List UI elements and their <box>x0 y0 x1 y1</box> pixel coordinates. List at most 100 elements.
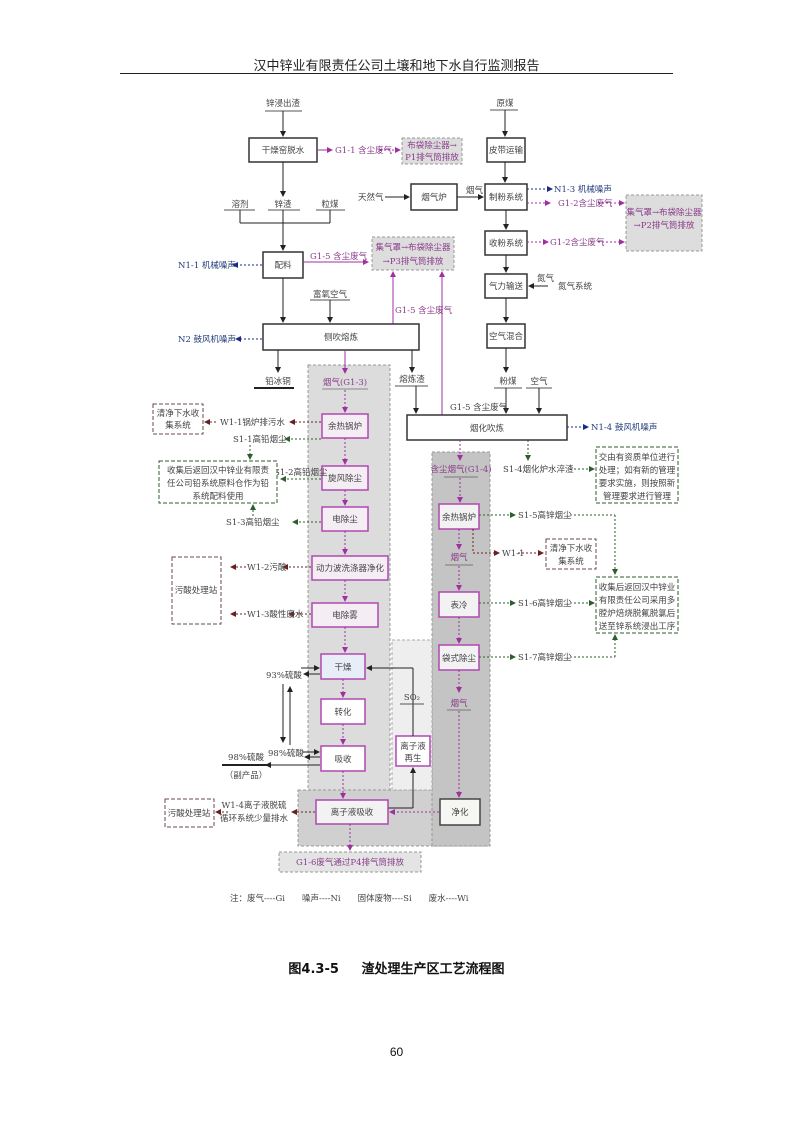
s1-4-label: S1-4烟化炉水淬渣 <box>503 464 574 475</box>
cooler-box <box>438 591 480 618</box>
lead-return-line3: 系统配料使用 <box>192 491 243 502</box>
page-number: 60 <box>389 1045 404 1059</box>
p3-box <box>371 236 455 271</box>
absorption-box <box>320 745 366 772</box>
acid98-product-label: 98%硫酸 <box>228 752 264 763</box>
lead-return-line1: 收集后返回汉中锌业有限责 <box>167 465 270 476</box>
p3-line2: →P3排气筒排放 <box>383 256 444 267</box>
acid98-label: 98%硫酸 <box>268 748 304 759</box>
s1-2-label: S1-2高铅烟尘 <box>274 467 328 478</box>
zinc-return-line3: 膛炉焙烧脱氟脱氯后 <box>599 608 676 619</box>
s1-3-label: S1-3高铅烟尘 <box>226 517 280 528</box>
lead-boiler-label: 余热锅炉 <box>328 421 362 432</box>
conversion-box <box>320 698 366 725</box>
p3-line1: 集气罩→布袋除尘器 <box>375 242 451 253</box>
lead-boiler-box <box>321 413 369 439</box>
ionic-absorb-label: 离子液吸收 <box>331 807 374 818</box>
s1-5-label: S1-5高锌烟尘 <box>518 510 572 521</box>
scrubber-box <box>311 555 389 581</box>
dry-kiln-box <box>248 137 318 163</box>
w1-4-line2: 循环系统少量排水 <box>220 813 289 824</box>
figure-number: 图4.3-5 <box>288 962 339 977</box>
ionic-absorb-box <box>315 799 389 825</box>
clean-water-left-line2: 集系统 <box>165 420 191 431</box>
w1-2-label: W1-2污酸 <box>247 562 287 573</box>
dry-kiln-label: 干燥窑脱水 <box>262 145 305 156</box>
cyclone-box <box>321 465 369 491</box>
g1-6-label: G1-6废气通过P4排气筒排放 <box>296 857 405 868</box>
g1-2a-label: G1-2含尘废气 <box>558 198 613 209</box>
p1-box <box>401 137 463 165</box>
qualified-line4: 管理要求进行管理 <box>603 491 672 502</box>
clean-water-right-line1: 清净下水收 <box>550 543 593 554</box>
regen-line1: 离子液 <box>400 741 426 752</box>
air-mix-label: 空气混合 <box>489 331 524 342</box>
p2-box <box>625 194 703 252</box>
scrubber-label: 动力波洗涤器净化 <box>316 563 385 574</box>
acid-station-box-2 <box>164 798 215 828</box>
acid93-label: 93%硫酸 <box>266 670 302 681</box>
drying-box <box>320 653 366 680</box>
esp-label: 电除尘 <box>332 514 358 525</box>
purify-box <box>439 798 481 826</box>
p2-line2: →P2排气筒排放 <box>634 220 695 231</box>
bag-filter-label: 袋式除尘 <box>442 653 477 664</box>
figure-caption: 图4.3-5 渣处理生产区工艺流程图 <box>0 958 793 977</box>
qualified-unit-box <box>595 446 679 504</box>
flue-furnace-label: 烟气炉 <box>421 192 447 203</box>
mix-label: 配料 <box>274 260 292 271</box>
absorption-label: 吸收 <box>334 754 352 765</box>
pulverized-coal-label: 粉煤 <box>499 376 517 387</box>
p1-line2: P1排气筒排放 <box>405 152 459 163</box>
pneumatic-label: 气力输送 <box>489 281 524 292</box>
belt-label: 皮带运输 <box>489 145 524 156</box>
purify-label: 净化 <box>451 807 469 818</box>
g1-5b-label: G1-5 含尘废气 <box>395 305 453 316</box>
acid-station-2-label: 污酸处理站 <box>168 808 211 819</box>
n1-1-label: N1-1 机械噪声 <box>178 260 236 271</box>
lead-return-box <box>158 460 278 504</box>
cyclone-label: 旋风除尘 <box>328 473 363 484</box>
side-blow-box <box>262 323 420 351</box>
mill-box <box>484 183 528 211</box>
belt-box <box>486 137 526 163</box>
nitrogen-label: 氮气 <box>537 273 555 284</box>
input-raw-coal: 原煤 <box>496 98 514 109</box>
collect-label: 收粉系统 <box>489 238 524 249</box>
clean-water-left-line1: 清净下水收 <box>157 408 200 419</box>
g1-5c-label: G1-5 含尘废气 <box>450 402 508 413</box>
g1-6-box <box>278 851 422 873</box>
n2-label: N2 鼓风机噪声 <box>178 334 236 345</box>
w1-1-label: W1-1锅炉排污水 <box>220 417 285 428</box>
input-flux: 溶剂 <box>231 199 248 210</box>
p2-line1: 集气罩→布袋除尘器 <box>626 207 702 218</box>
regen-region <box>391 639 433 791</box>
n1-4-label: N1-4 鼓风机噪声 <box>591 422 657 433</box>
input-zinc-slag: 锌渣 <box>274 199 292 210</box>
cooler-label: 表冷 <box>450 600 468 611</box>
g1-1-label: G1-1 含尘废气 <box>335 145 393 156</box>
flue-gas-label: 烟气 <box>466 185 484 196</box>
regen-line2: 再生 <box>404 753 422 764</box>
figure-title: 渣处理生产区工艺流程图 <box>361 962 505 977</box>
w1-4-line1: W1-4离子液脱硫 <box>222 800 287 811</box>
s1-7-label: S1-7高锌烟尘 <box>518 652 572 663</box>
qualified-line2: 处理；如有新的管理 <box>599 465 676 476</box>
fuming-label: 烟化吹炼 <box>470 423 505 434</box>
esp-box <box>321 506 369 532</box>
lead-return-line2: 任公司铅系统原料仓作为铅 <box>167 478 270 489</box>
fuming-box <box>406 414 568 441</box>
n1-3-label: N1-3 机械噪声 <box>554 184 612 195</box>
input-zinc-leach-residue: 锌浸出渣 <box>266 98 301 109</box>
p1-line1: 布袋除尘器→ <box>407 140 457 151</box>
page-header: 汉中锌业有限责任公司土壤和地下水自行监测报告 <box>253 59 540 74</box>
zinc-flue-gas-label: 含尘烟气(G1-4) <box>430 464 491 475</box>
smelt-slag-label: 熔炼渣 <box>399 374 425 385</box>
zinc-return-box <box>595 576 679 634</box>
air-label: 空气 <box>530 376 548 387</box>
zinc-flue-label: 烟气 <box>450 552 468 563</box>
zinc-return-line2: 有限责任公司采用多 <box>599 595 676 606</box>
g1-5a-label: G1-5 含尘废气 <box>310 251 368 262</box>
pneumatic-box <box>484 273 528 299</box>
zinc-return-line1: 收集后返回汉中锌业 <box>599 582 676 593</box>
